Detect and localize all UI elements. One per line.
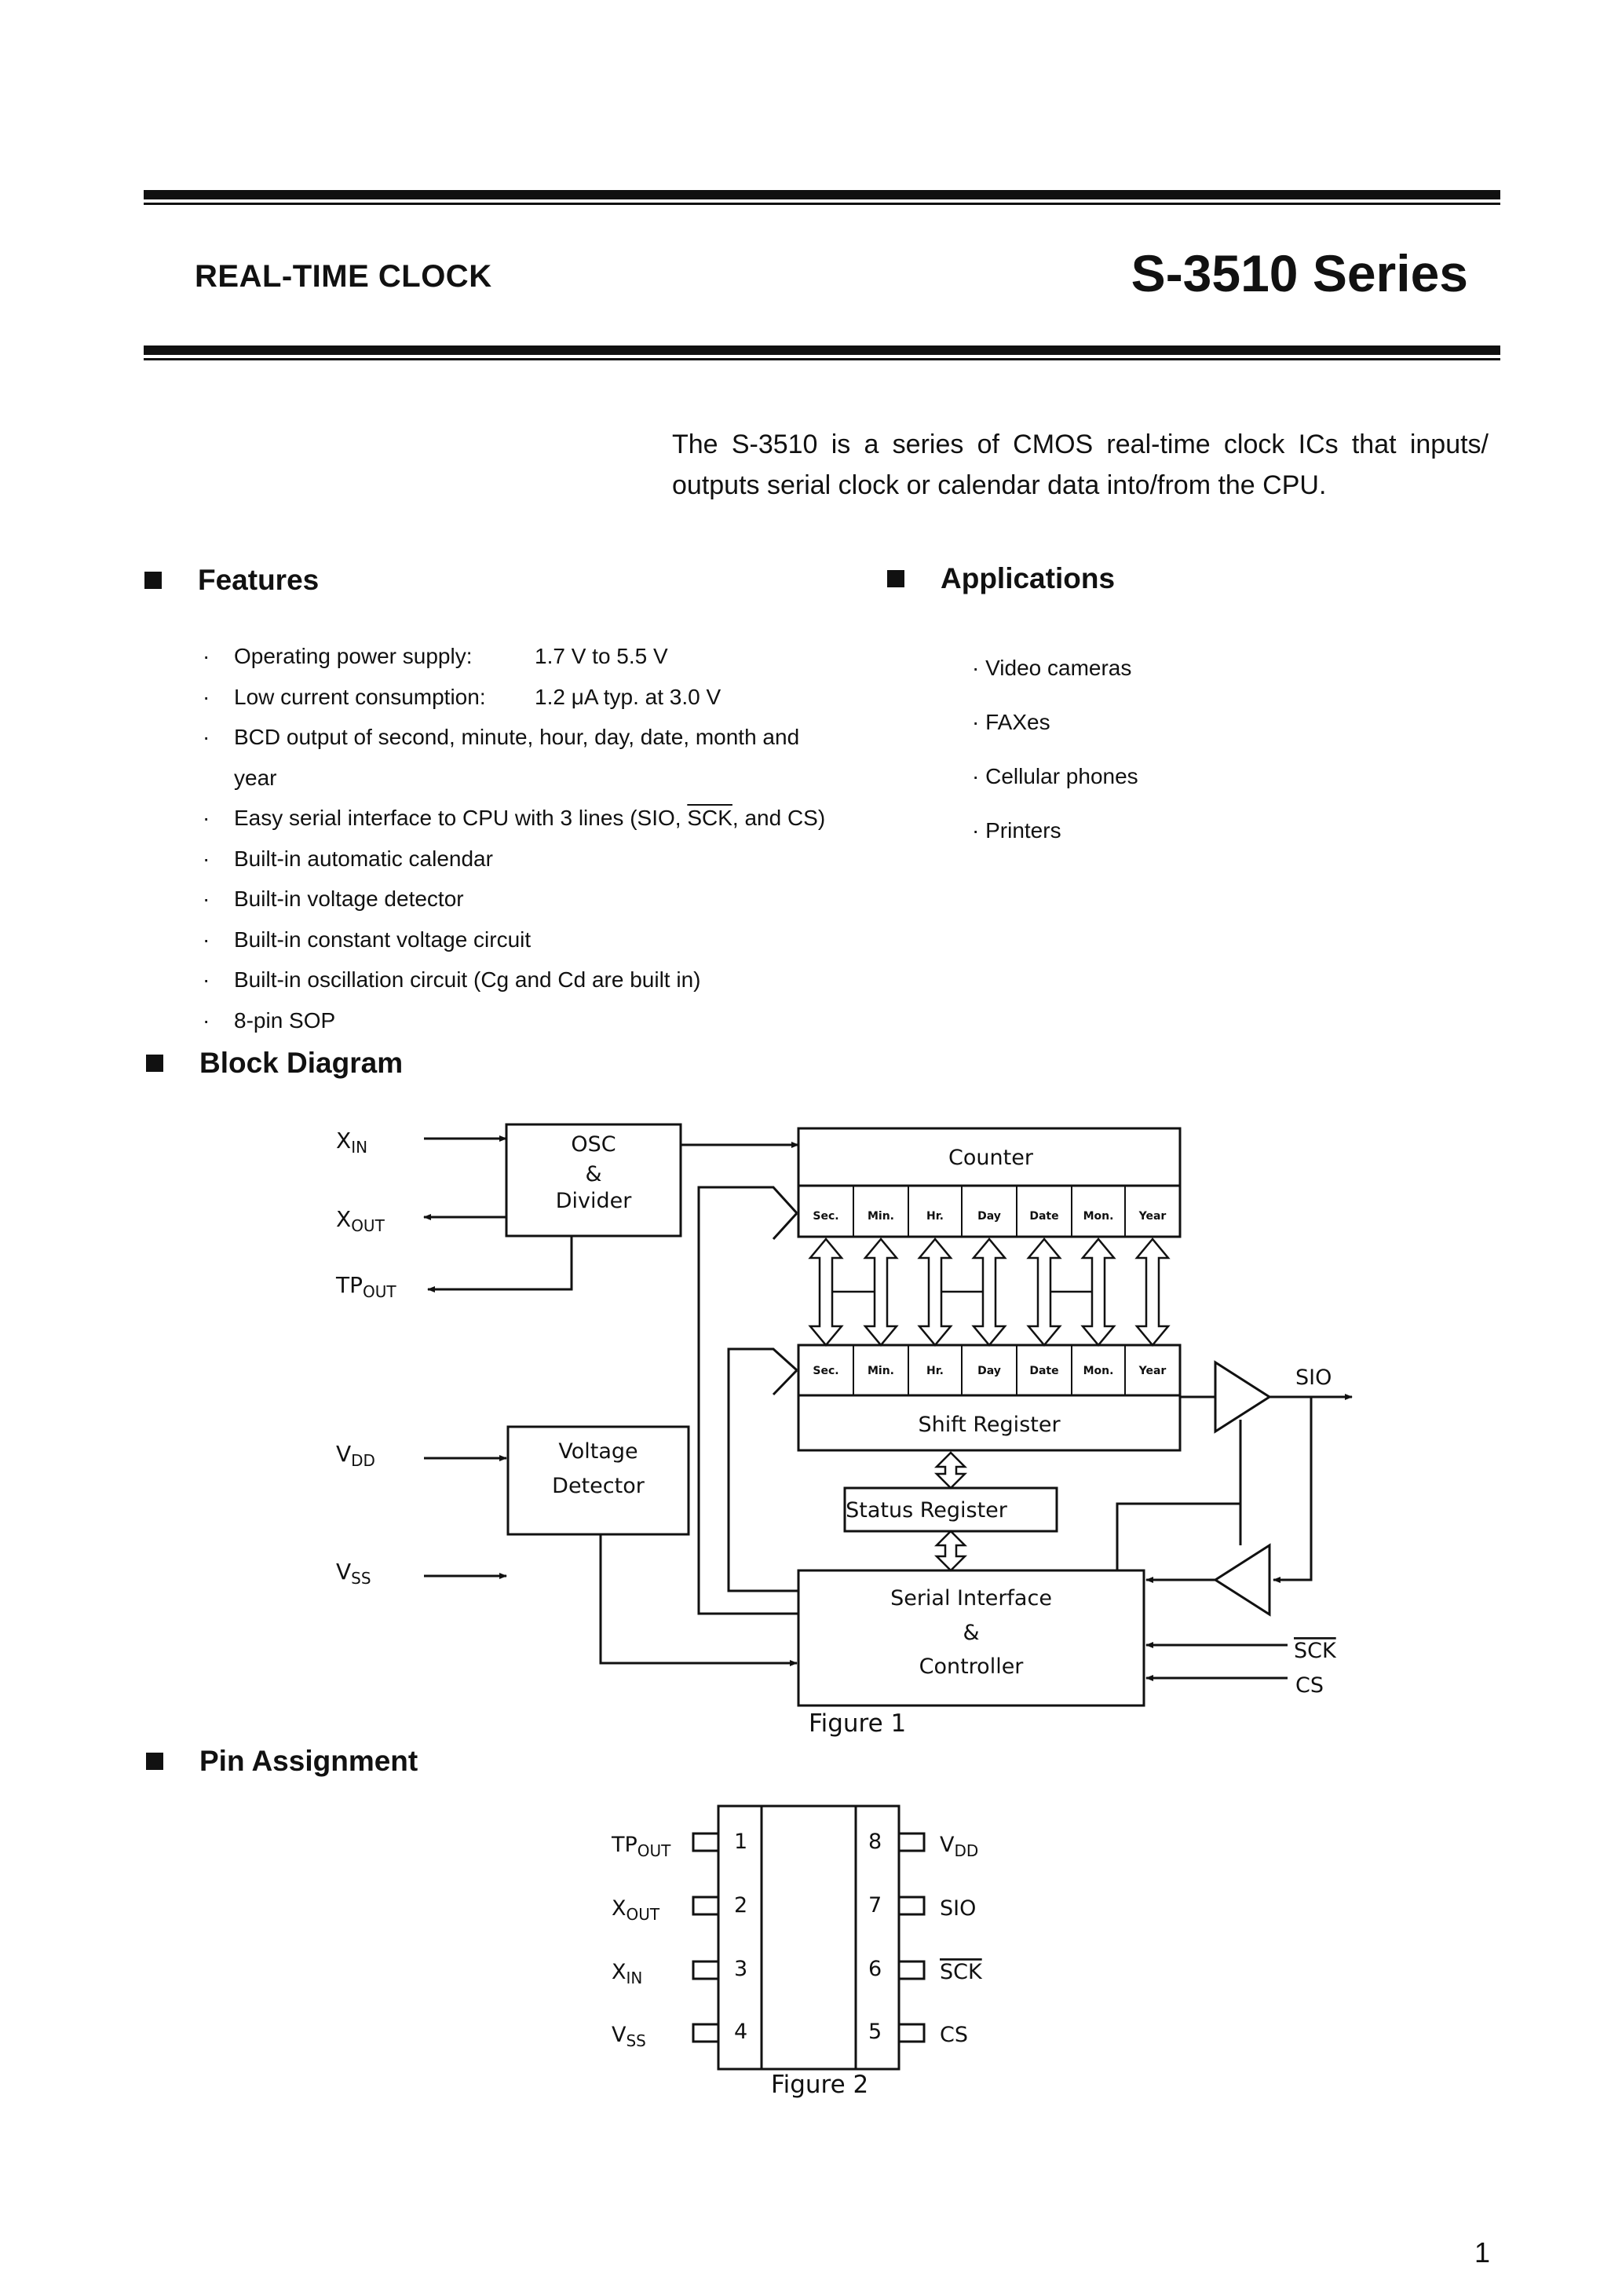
- pin-5-number: 5: [868, 2020, 882, 2044]
- feature-item: ·Built-in oscillation circuit (Cg and Cd…: [203, 967, 701, 992]
- transfer-arrow-icon: [917, 1238, 953, 1347]
- pin-1-label: TPOUT: [611, 1833, 671, 1860]
- bullet-square-icon: [144, 572, 162, 589]
- controller-label: Controller: [919, 1654, 1025, 1679]
- header-rule-bottom: [144, 345, 1500, 355]
- application-item: · Video cameras: [972, 656, 1132, 680]
- pin-4-number: 4: [734, 2020, 747, 2044]
- voltage-label: Voltage: [558, 1439, 637, 1464]
- shift-reg-mon: Mon.: [1083, 1365, 1114, 1377]
- feature-item: ·Low current consumption:1.2 μA typ. at …: [203, 684, 721, 709]
- feature-item: ·BCD output of second, minute, hour, day…: [203, 725, 800, 749]
- features-heading: Features: [144, 564, 319, 597]
- status-register-label: Status Register: [846, 1498, 1008, 1523]
- counter-label: Counter: [948, 1146, 1034, 1170]
- reg-day: Day: [977, 1210, 1001, 1223]
- osc-label: OSC: [571, 1132, 616, 1157]
- pin-8-label: VDD: [940, 1833, 978, 1860]
- pin-5-label: CS: [940, 2023, 968, 2047]
- pin-1-number: 1: [734, 1830, 747, 1854]
- bullet-square-icon: [887, 570, 904, 587]
- shift-reg-hr: Hr.: [926, 1365, 944, 1377]
- block-diagram-heading: Block Diagram: [146, 1047, 403, 1080]
- reg-date: Date: [1029, 1210, 1058, 1223]
- sck-label: SCK: [1294, 1639, 1337, 1663]
- application-item: · Cellular phones: [972, 764, 1138, 788]
- shift-reg-date: Date: [1029, 1365, 1058, 1377]
- serial-interface-label: Serial Interface: [890, 1586, 1052, 1610]
- header-rule-bottom-thin: [144, 358, 1500, 360]
- transfer-arrow-icon: [1134, 1238, 1171, 1347]
- header-rule-top: [144, 190, 1500, 199]
- applications-list: · Video cameras · FAXes · Cellular phone…: [972, 641, 1138, 857]
- features-list: ·Operating power supply:1.7 V to 5.5 V ·…: [203, 636, 825, 1040]
- shift-reg-year: Year: [1138, 1365, 1167, 1377]
- label-vdd: VDD: [336, 1441, 375, 1470]
- label-xin: XIN: [336, 1128, 367, 1157]
- feature-item: ·Built-in constant voltage circuit: [203, 927, 532, 952]
- shift-reg-min: Min.: [868, 1365, 894, 1377]
- feature-item: ·Built-in voltage detector: [203, 887, 464, 911]
- pin-3-label: XIN: [612, 1960, 642, 1987]
- pin-7-label: SIO: [940, 1896, 976, 1921]
- transfer-arrow-icon: [863, 1238, 899, 1347]
- label-xout: XOUT: [336, 1206, 385, 1235]
- transfer-arrow-icon: [1026, 1238, 1062, 1347]
- shift-register-label: Shift Register: [918, 1413, 1061, 1437]
- feature-item: ·8-pin SOP: [203, 1007, 336, 1033]
- transfer-arrow-icon: [933, 1530, 968, 1572]
- feature-item: ·Operating power supply:1.7 V to 5.5 V: [203, 644, 668, 668]
- pin-7-number: 7: [868, 1893, 882, 1918]
- feature-item: ·Easy serial interface to CPU with 3 lin…: [203, 806, 826, 830]
- feature-item-continuation: year: [234, 765, 277, 790]
- feature-item: ·Built-in automatic calendar: [203, 846, 493, 871]
- application-item: · FAXes: [972, 710, 1050, 734]
- pin-8-number: 8: [868, 1830, 882, 1854]
- detector-label: Detector: [552, 1474, 645, 1498]
- series-title: S-3510 Series: [1131, 244, 1468, 302]
- label-vss: VSS: [336, 1559, 371, 1588]
- document-category: REAL-TIME CLOCK: [195, 259, 492, 294]
- pin-3-number: 3: [734, 1957, 747, 1981]
- reg-min: Min.: [868, 1210, 894, 1223]
- pin-assignment-heading: Pin Assignment: [146, 1745, 418, 1778]
- bullet-square-icon: [146, 1055, 163, 1072]
- bullet-square-icon: [146, 1753, 163, 1770]
- intro-paragraph: The S-3510 is a series of CMOS real-time…: [672, 430, 1489, 500]
- transfer-arrow-icon: [1080, 1238, 1116, 1347]
- pin-4-label: VSS: [612, 2023, 646, 2050]
- pin-2-label: XOUT: [612, 1896, 660, 1924]
- pin-6-label: SCK: [940, 1960, 983, 1984]
- serial-amp-label: &: [963, 1621, 979, 1645]
- reg-sec: Sec.: [813, 1210, 838, 1223]
- header-rule-top-thin: [144, 203, 1500, 205]
- pin-2-number: 2: [734, 1893, 747, 1918]
- page-number: 1: [1474, 2236, 1490, 2269]
- reg-year: Year: [1138, 1210, 1167, 1223]
- label-tpout: TPOUT: [335, 1272, 396, 1301]
- figure-2-caption: Figure 2: [771, 2071, 868, 2099]
- osc-amp-label: &: [585, 1162, 601, 1186]
- shift-reg-day: Day: [977, 1365, 1001, 1377]
- reg-mon: Mon.: [1083, 1210, 1114, 1223]
- application-item: · Printers: [972, 818, 1061, 843]
- shift-reg-sec: Sec.: [813, 1365, 838, 1377]
- sio-label: SIO: [1295, 1366, 1332, 1390]
- reg-hr: Hr.: [926, 1210, 944, 1223]
- cs-label: CS: [1295, 1673, 1324, 1698]
- transfer-arrow-icon: [808, 1238, 844, 1347]
- figure-1-caption: Figure 1: [809, 1709, 906, 1738]
- applications-heading: Applications: [887, 562, 1115, 595]
- transfer-arrow-icon: [933, 1451, 968, 1490]
- pin-6-number: 6: [868, 1957, 882, 1981]
- divider-label: Divider: [556, 1189, 633, 1213]
- transfer-arrow-icon: [971, 1238, 1007, 1347]
